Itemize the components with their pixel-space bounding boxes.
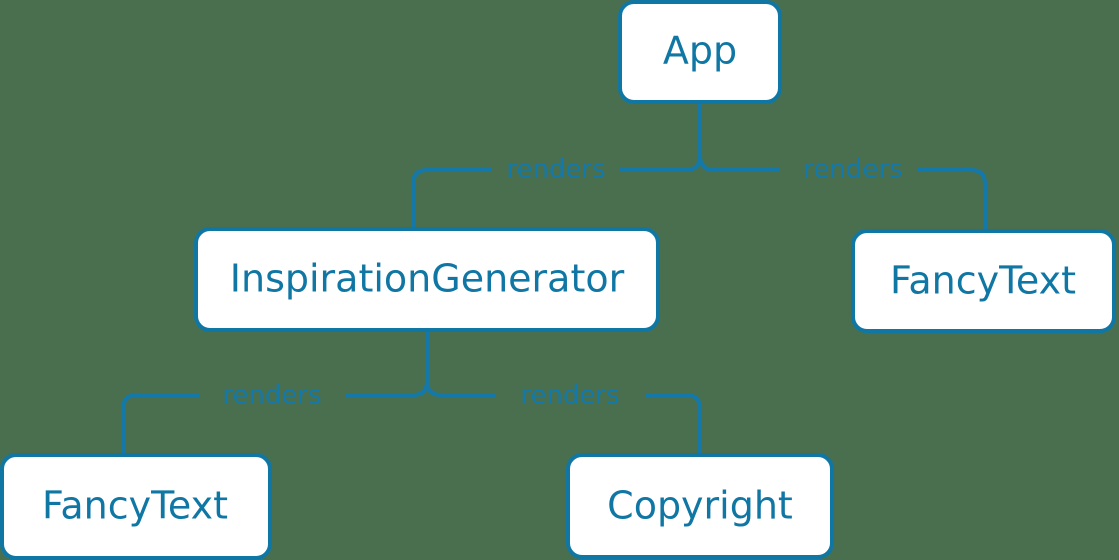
node-inspirationgenerator-label: InspirationGenerator <box>230 257 625 301</box>
edge-label-app-to-inspirationgenerator: renders <box>506 155 605 185</box>
edge-label-app-to-fancytext: renders <box>803 155 902 185</box>
edge-inspirationgenerator-to-copyright <box>645 393 702 455</box>
edge-inspirationgenerator-trunk <box>345 330 429 397</box>
node-fancytext-bottom[interactable]: FancyText <box>0 453 272 560</box>
node-fancytext-right-box[interactable] <box>851 229 1116 333</box>
node-fancytext-bottom-label: FancyText <box>42 484 228 528</box>
node-app[interactable]: App <box>618 0 782 104</box>
node-fancytext-bottom-box[interactable] <box>0 453 272 560</box>
node-copyright-box[interactable] <box>566 453 834 559</box>
node-inspirationgenerator[interactable]: InspirationGenerator <box>194 227 660 332</box>
edge-label-inspirationgenerator-to-copyright: renders <box>520 381 619 411</box>
node-app-box[interactable] <box>618 0 782 104</box>
edge-group-app <box>411 102 987 231</box>
node-fancytext-right-label: FancyText <box>890 259 1076 303</box>
node-app-label: App <box>663 29 737 73</box>
edge-inspirationgenerator-trunk-right <box>425 380 496 397</box>
edge-app-to-inspirationgenerator <box>411 168 491 229</box>
edge-inspirationgenerator-to-fancytext-bottom <box>121 393 199 455</box>
edge-group-inspirationgenerator <box>121 330 702 455</box>
node-copyright-label: Copyright <box>607 484 793 528</box>
edge-app-trunk-right <box>698 154 780 172</box>
node-inspirationgenerator-box[interactable] <box>194 227 660 332</box>
node-fancytext-right[interactable]: FancyText <box>851 229 1116 333</box>
edge-label-inspirationgenerator-to-fancytext: renders <box>222 381 321 411</box>
edge-app-to-fancytext-right <box>917 168 987 231</box>
node-copyright[interactable]: Copyright <box>566 453 834 559</box>
edge-app-trunk <box>620 102 702 172</box>
